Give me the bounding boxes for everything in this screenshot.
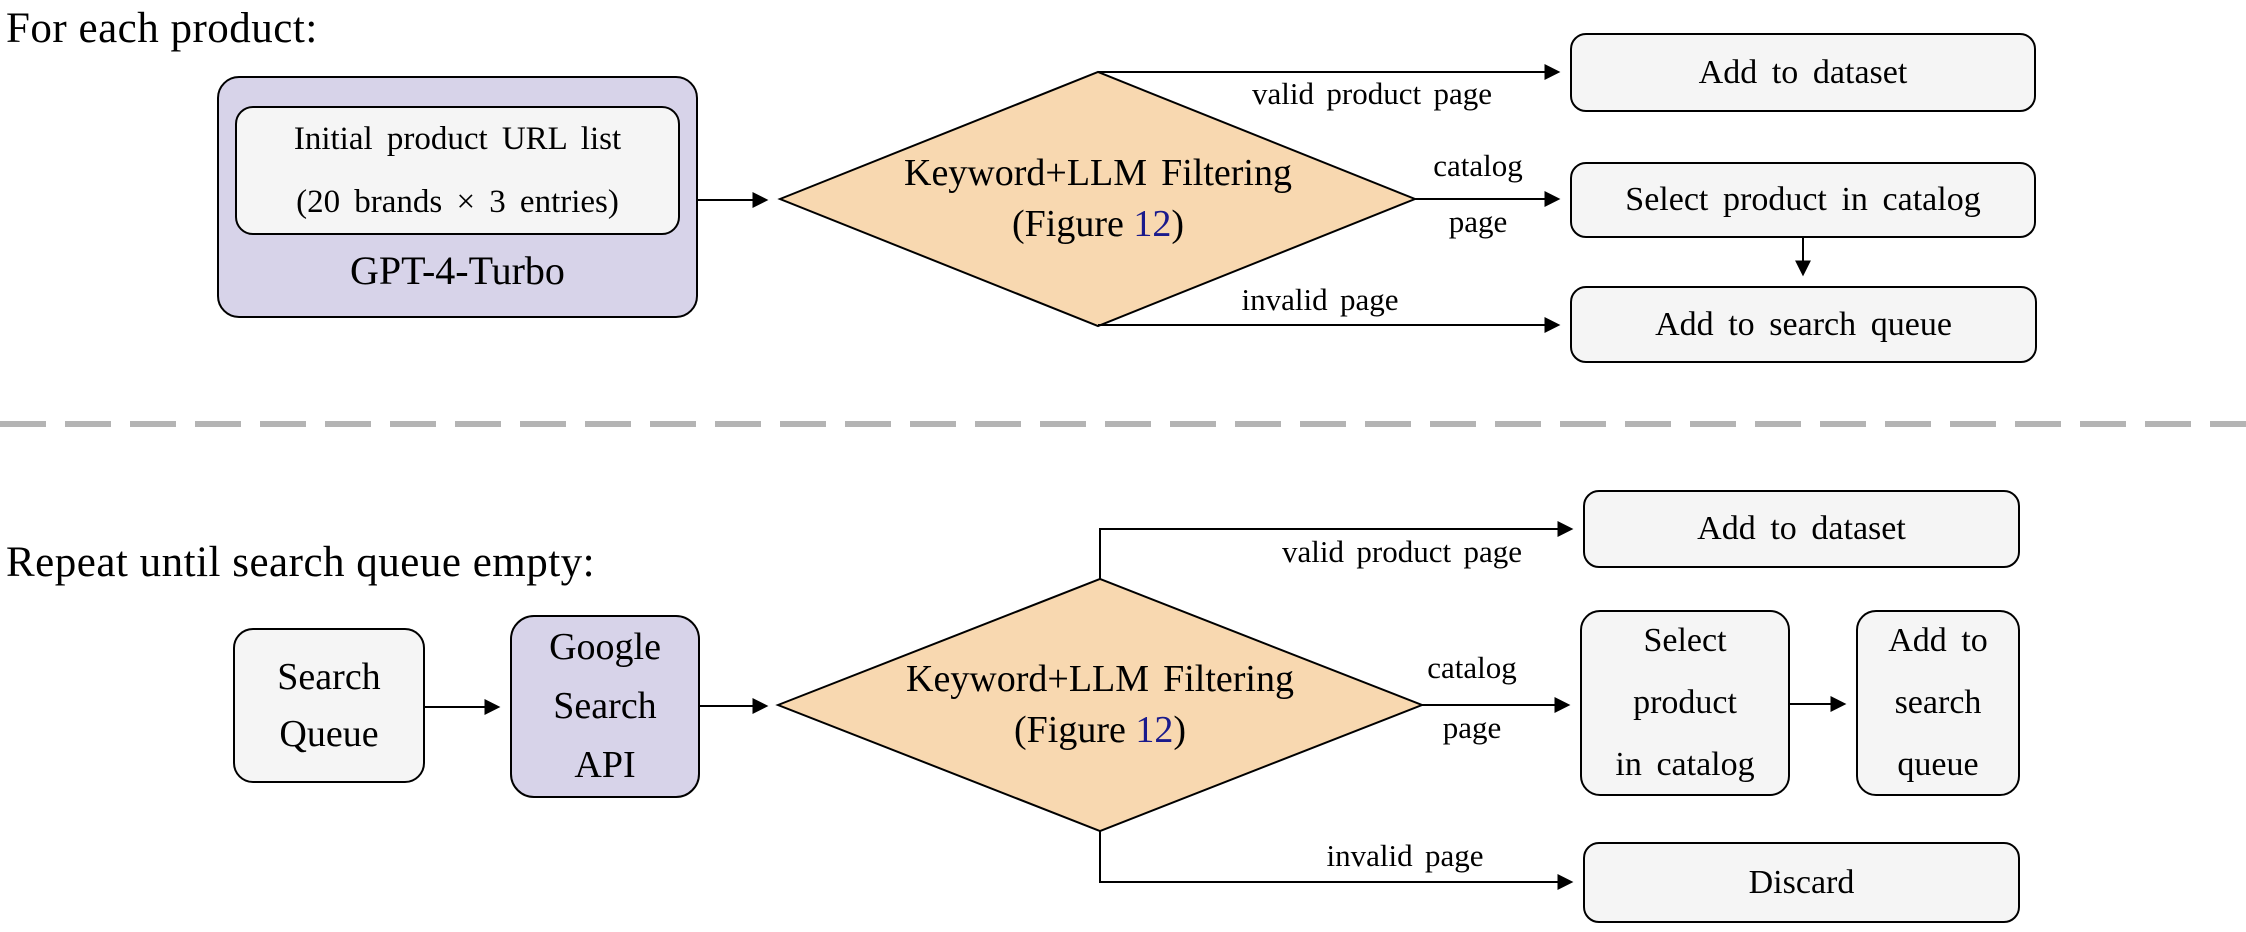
add-to-dataset-box-top: Add to dataset bbox=[1570, 33, 2036, 112]
arrow-invalid-bottom bbox=[1099, 831, 1574, 890]
initial-url-list-line2: (20 brands × 3 entries) bbox=[296, 183, 619, 220]
google-search-api-line3: API bbox=[574, 743, 636, 786]
search-queue-line1: Search bbox=[277, 655, 381, 698]
queue-line3: queue bbox=[1897, 745, 1979, 783]
edge-label-catalog-top: catalog bbox=[1433, 148, 1523, 183]
select-product-in-catalog-box-bottom: Select product in catalog bbox=[1580, 610, 1790, 796]
top-section-heading: For each product: bbox=[6, 5, 318, 52]
bottom-section-heading: Repeat until search queue empty: bbox=[6, 539, 596, 586]
select-line3: in catalog bbox=[1615, 745, 1755, 783]
discard-box: Discard bbox=[1583, 842, 2020, 923]
figure-post-text: ) bbox=[1173, 709, 1187, 751]
search-queue-box: Search Queue bbox=[233, 628, 425, 783]
edge-label-page-top: page bbox=[1448, 204, 1508, 239]
figure-pre-text: (Figure bbox=[1011, 203, 1124, 245]
add-to-search-queue-box-bottom: Add to search queue bbox=[1856, 610, 2020, 796]
queue-line1: Add to bbox=[1888, 622, 1988, 660]
figure-post-text: ) bbox=[1171, 203, 1185, 245]
top-decision-title: Keyword+LLM Filtering bbox=[904, 152, 1292, 195]
figure-12-link[interactable]: 12 bbox=[1133, 203, 1172, 245]
select-line2: product bbox=[1633, 684, 1737, 722]
figure-12-link[interactable]: 12 bbox=[1135, 709, 1174, 751]
initial-url-list-line1: Initial product URL list bbox=[293, 120, 622, 157]
gpt4-turbo-label: GPT-4-Turbo bbox=[350, 248, 565, 293]
initial-url-list-box: Initial product URL list (20 brands × 3 … bbox=[235, 106, 680, 235]
select-line1: Select bbox=[1643, 622, 1727, 660]
edge-label-invalid-top: invalid page bbox=[1241, 282, 1399, 317]
edge-label-valid-top: valid product page bbox=[1252, 76, 1492, 111]
add-to-search-queue-box-top: Add to search queue bbox=[1570, 286, 2037, 363]
edge-label-catalog-bottom: catalog bbox=[1427, 650, 1517, 685]
queue-line2: search bbox=[1894, 684, 1982, 722]
search-queue-line2: Queue bbox=[279, 712, 379, 755]
google-search-api-line1: Google bbox=[549, 626, 661, 669]
gpt4-turbo-container: Initial product URL list (20 brands × 3 … bbox=[217, 76, 698, 318]
edge-label-page-bottom: page bbox=[1442, 710, 1502, 745]
add-to-dataset-box-bottom: Add to dataset bbox=[1583, 490, 2020, 568]
arrow-valid-bottom bbox=[1099, 521, 1574, 579]
google-search-api-box: Google Search API bbox=[510, 615, 700, 798]
figure-pre-text: (Figure bbox=[1013, 709, 1126, 751]
edge-label-valid-bottom: valid product page bbox=[1282, 534, 1522, 569]
select-product-in-catalog-box-top: Select product in catalog bbox=[1570, 162, 2036, 238]
google-search-api-line2: Search bbox=[553, 685, 657, 728]
edge-label-invalid-bottom: invalid page bbox=[1326, 838, 1484, 873]
bottom-decision-title: Keyword+LLM Filtering bbox=[906, 658, 1294, 701]
